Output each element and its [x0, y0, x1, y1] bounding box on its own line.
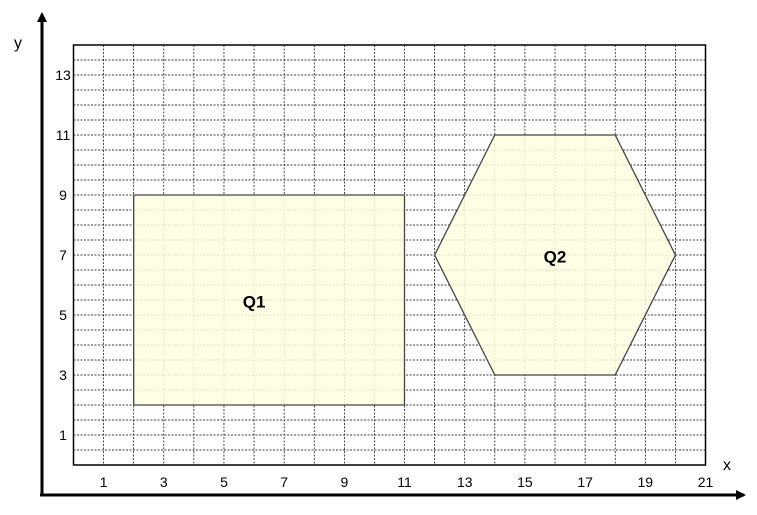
x-tick-label: 5	[220, 474, 228, 490]
x-tick-label: 15	[517, 474, 533, 490]
x-tick-label: 1	[100, 474, 108, 490]
y-tick-label: 9	[59, 187, 67, 203]
shapes: Q1 Q2	[133, 134, 677, 406]
axes	[37, 12, 746, 500]
shape-q1	[133, 194, 406, 406]
x-tick-label: 17	[577, 474, 593, 490]
x-tick-label: 11	[397, 474, 412, 490]
x-tick-label: 19	[638, 474, 654, 490]
x-tick-label: 7	[280, 474, 288, 490]
plot-frame	[72, 44, 707, 466]
x-tick-label: 13	[457, 474, 473, 490]
y-tick-label: 1	[59, 427, 67, 443]
shape-label-q1: Q1	[243, 292, 266, 311]
shape-label-q2: Q2	[544, 247, 567, 266]
x-tick-label: 3	[160, 474, 168, 490]
x-tick-label: 9	[340, 474, 348, 490]
y-tick-label: 13	[55, 67, 71, 83]
y-tick-label: 3	[59, 367, 67, 383]
y-tick-label: 7	[59, 247, 67, 263]
y-tick-label: 11	[56, 127, 71, 143]
y-axis-label: y	[14, 35, 22, 52]
y-tick-label: 5	[59, 307, 67, 323]
x-tick-label: 21	[698, 474, 714, 490]
shape-q2	[433, 134, 677, 376]
x-axis-label: x	[723, 457, 731, 474]
